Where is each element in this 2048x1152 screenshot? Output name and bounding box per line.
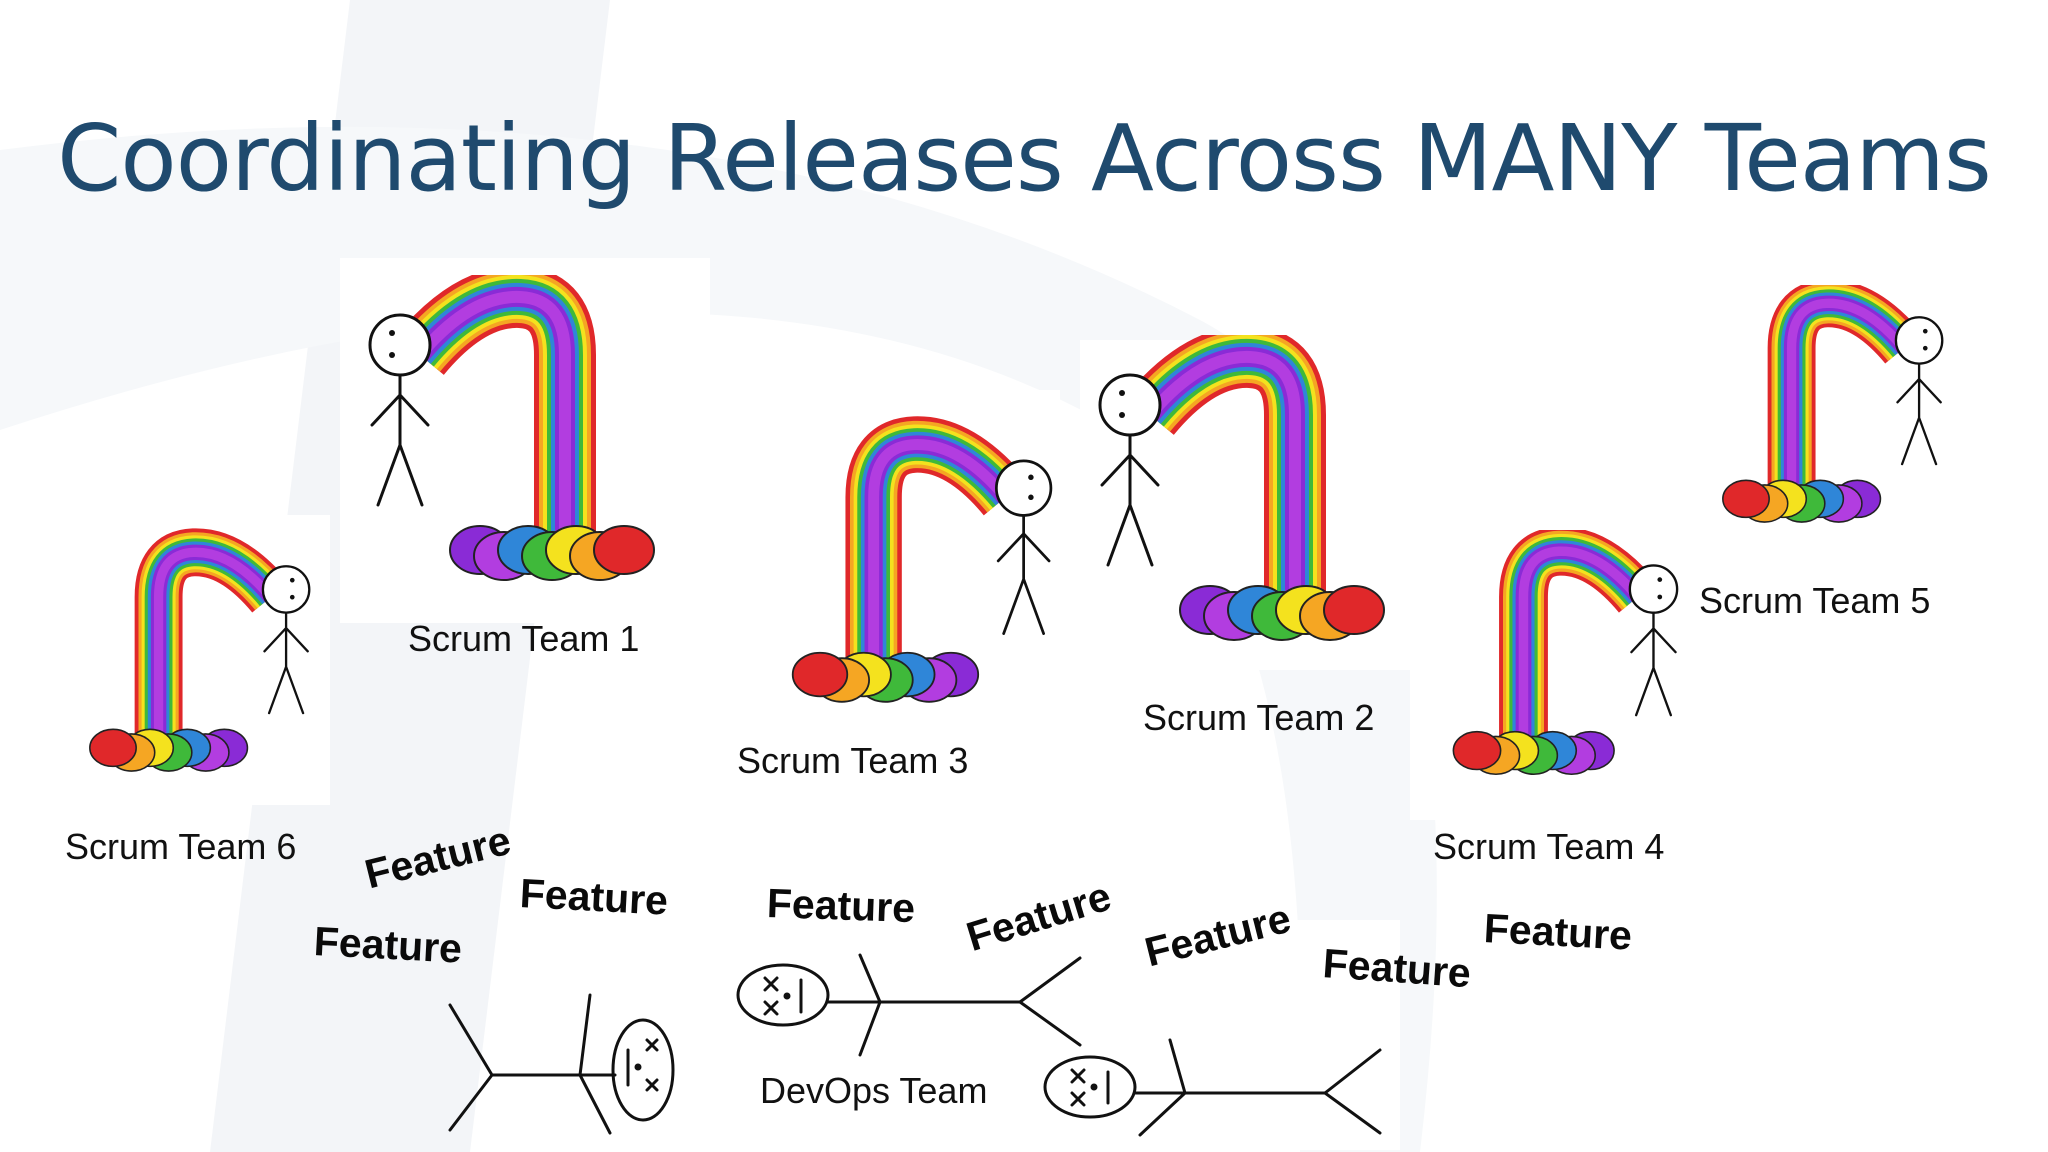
feature-label: Feature	[312, 918, 464, 972]
rainbow-figure-team-4	[1452, 530, 1679, 776]
slide-title: Coordinating Releases Across MANY Teams	[57, 105, 1992, 212]
rainbow-figure-team-5	[1722, 285, 1944, 523]
fallen-figure-right	[1043, 1038, 1382, 1137]
panel-devops	[700, 920, 1400, 1150]
feature-label: Feature	[518, 870, 670, 924]
team-label-4: Scrum Team 4	[1433, 826, 1665, 867]
rainbow-figure-team-3	[791, 416, 1053, 703]
rainbow-figure-team-1	[368, 275, 655, 581]
team-label-5: Scrum Team 5	[1699, 580, 1931, 621]
rainbow-figure-team-2	[1098, 335, 1385, 641]
team-label-1: Scrum Team 1	[408, 618, 640, 659]
team-label-6: Scrum Team 6	[65, 826, 297, 867]
feature-label: Feature	[1482, 905, 1634, 959]
feature-label: Feature	[766, 880, 916, 932]
fallen-figure-left	[448, 993, 675, 1135]
rainbow-figure-team-6	[89, 528, 311, 772]
devops-team-label: DevOps Team	[760, 1070, 988, 1111]
fallen-figure-middle	[736, 953, 1082, 1057]
team-label-2: Scrum Team 2	[1143, 697, 1375, 738]
team-label-3: Scrum Team 3	[737, 740, 969, 781]
